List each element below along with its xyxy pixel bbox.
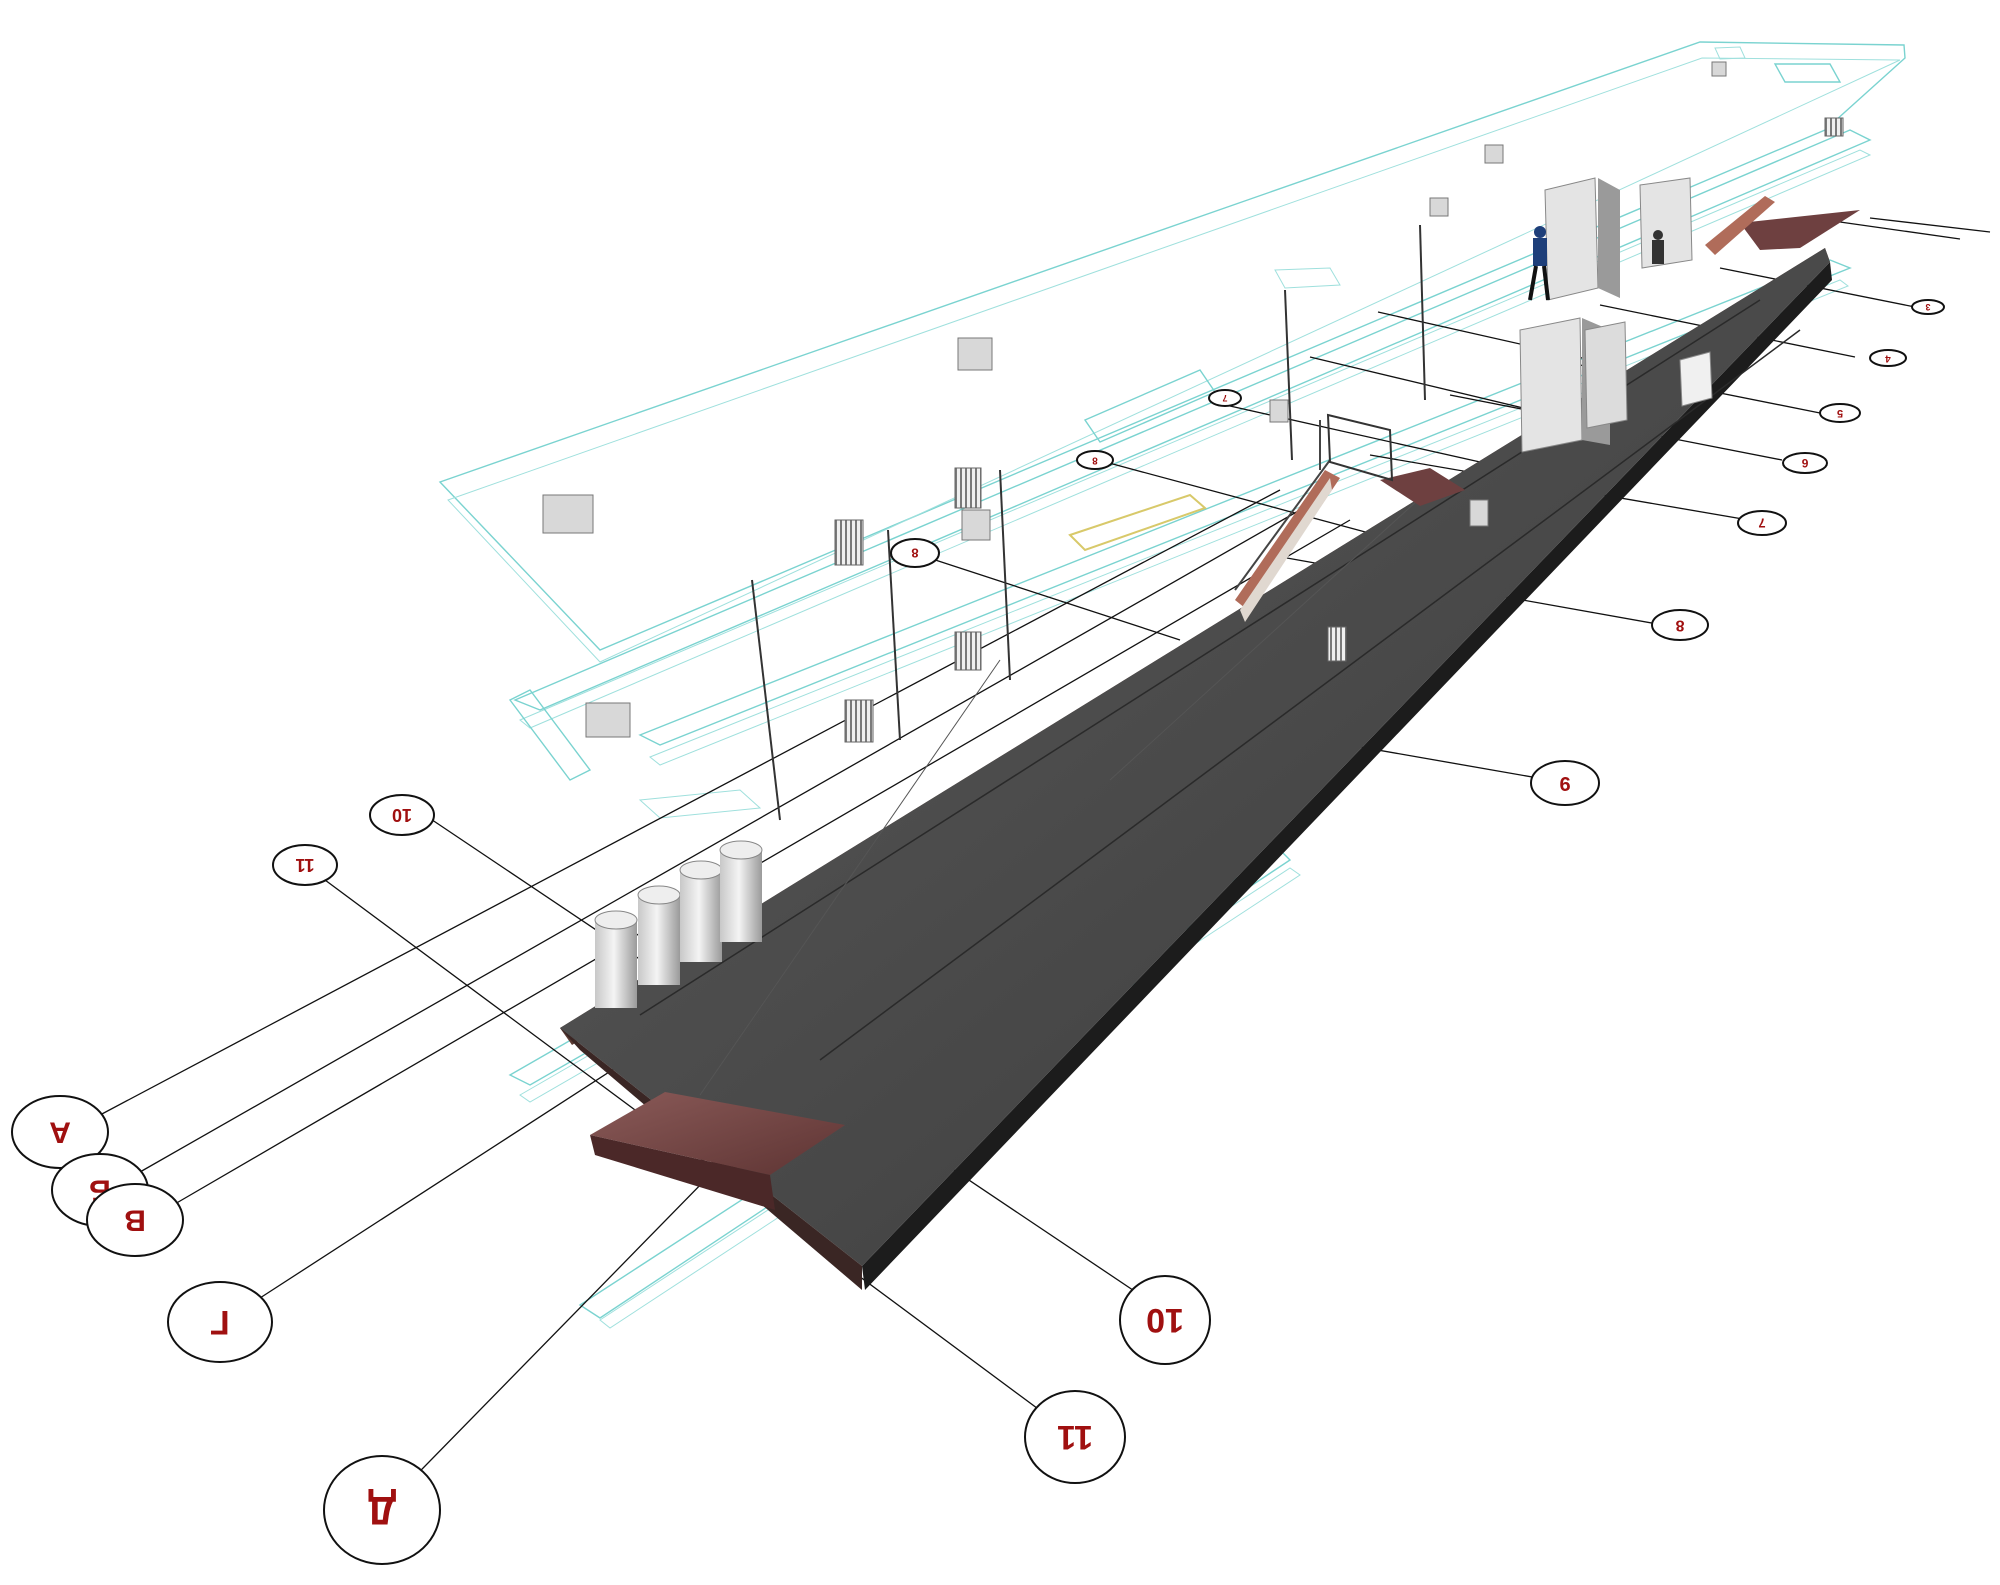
grid-bubble-10-front: 10	[1119, 1275, 1211, 1365]
tank-icon	[679, 860, 723, 962]
svg-text:6: 6	[1801, 456, 1808, 470]
equipment-group	[1519, 177, 1713, 453]
grid-bubble-11-front: 11	[1024, 1390, 1126, 1484]
grid-bubble-v: В	[86, 1183, 184, 1257]
ventilation-box-icon	[1429, 197, 1449, 217]
person-icon	[1528, 226, 1550, 301]
grid-bubble-d: Д	[323, 1455, 441, 1565]
svg-text:11: 11	[1057, 1418, 1093, 1456]
radiator-icon	[954, 467, 982, 509]
ventilation-box-icon	[957, 337, 993, 371]
ventilation-box-icon	[1269, 399, 1289, 423]
grid-bubbles: А Б В Г Д 10 11 9	[11, 299, 1945, 1565]
tank-icon	[594, 910, 638, 1008]
floor-slab	[560, 248, 1832, 1290]
svg-text:5: 5	[1837, 407, 1843, 419]
ventilation-boxes	[542, 61, 1727, 738]
grid-bubble-a: А	[11, 1095, 109, 1169]
svg-text:11: 11	[295, 855, 314, 875]
tank-icon	[637, 885, 681, 985]
grid-bubble-9: 9	[1530, 760, 1600, 806]
grid-bubble-6: 6	[1782, 452, 1828, 474]
radiator-icon	[954, 631, 982, 671]
radiators	[834, 117, 1844, 743]
radiator-icon	[844, 699, 874, 743]
stone-entrance-steps	[590, 210, 1860, 1210]
columns	[751, 224, 1426, 821]
ventilation-box-icon	[542, 494, 594, 534]
grid-bubble-11-back: 11	[272, 844, 338, 886]
svg-text:7: 7	[1222, 393, 1227, 403]
grid-bubble-8-back: 8	[890, 538, 940, 568]
grid-bubble-8-back-upper: 8	[1076, 450, 1114, 470]
svg-text:8: 8	[1092, 455, 1098, 466]
ventilation-box-icon	[585, 702, 631, 738]
grid-bubble-4: 4	[1869, 349, 1907, 367]
svg-text:Г: Г	[210, 1303, 229, 1341]
grid-bubble-5: 5	[1819, 403, 1861, 423]
radiator-icon	[1824, 117, 1844, 137]
svg-text:8: 8	[1675, 617, 1684, 634]
svg-text:9: 9	[1559, 772, 1570, 794]
storage-tanks	[594, 840, 763, 1008]
grid-bubble-3: 3	[1911, 299, 1945, 315]
person-icon	[1652, 230, 1664, 264]
ventilation-box-icon	[1711, 61, 1727, 77]
svg-text:8: 8	[911, 546, 918, 561]
ventilation-box-icon	[1484, 144, 1504, 164]
people	[1528, 226, 1664, 301]
grid-bubble-7: 7	[1737, 510, 1787, 536]
grid-bubble-7-back: 7	[1208, 389, 1242, 407]
svg-text:10: 10	[392, 805, 412, 825]
ventilation-box-icon	[1469, 499, 1489, 527]
svg-text:3: 3	[1925, 302, 1930, 312]
radiator-icon	[834, 519, 864, 566]
svg-text:Д: Д	[368, 1488, 397, 1532]
svg-text:10: 10	[1146, 1301, 1184, 1339]
interior-staircase	[1234, 196, 1775, 622]
grid-bubble-g: Г	[167, 1281, 273, 1363]
svg-text:В: В	[124, 1204, 146, 1237]
svg-text:А: А	[49, 1116, 71, 1149]
radiator-icon	[1327, 626, 1347, 662]
grid-bubble-8: 8	[1651, 609, 1709, 641]
ventilation-box-icon	[961, 509, 991, 541]
grid-bubble-10-back: 10	[369, 794, 435, 836]
tank-icon	[719, 840, 763, 942]
svg-text:7: 7	[1758, 516, 1765, 531]
svg-text:4: 4	[1885, 353, 1891, 364]
